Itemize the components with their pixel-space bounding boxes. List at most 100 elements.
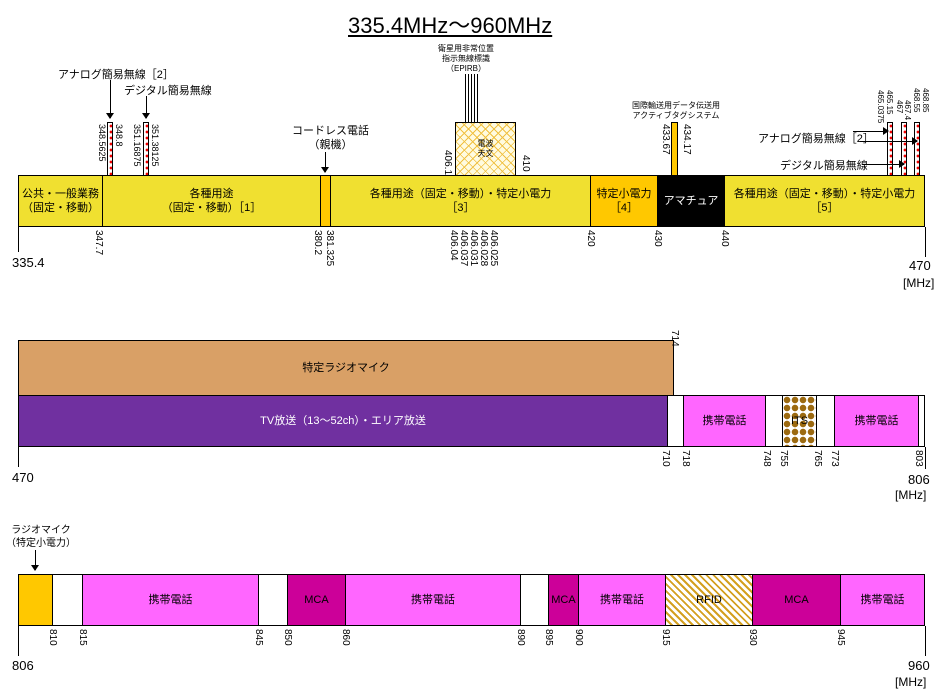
band-active-tag bbox=[671, 122, 678, 176]
freq-label: 468.55 bbox=[912, 88, 921, 113]
arrow-icon bbox=[862, 160, 905, 168]
freq-label: 433.67 bbox=[660, 124, 671, 155]
tick-label: 930 bbox=[747, 629, 758, 646]
tick-label: 845 bbox=[253, 629, 264, 646]
unit-label: [MHz] bbox=[895, 675, 927, 689]
band-tv-broadcast: TV放送（13～52ch）・エリア放送 bbox=[18, 395, 668, 447]
band-mobile-phone: 携帯電話 bbox=[345, 574, 521, 626]
tick bbox=[925, 227, 926, 257]
band-specified-radio-mic: 特定ラジオマイク bbox=[18, 340, 674, 396]
tick bbox=[18, 447, 19, 467]
tick-label: 470 bbox=[12, 470, 34, 485]
tick-label: 900 bbox=[573, 629, 584, 646]
tick-label: 850 bbox=[282, 629, 293, 646]
band-mobile-phone: 携帯電話 bbox=[683, 395, 766, 447]
band-analog-right-2 bbox=[914, 122, 920, 176]
tick-label: 335.4 bbox=[12, 255, 45, 270]
band-various-5: 各種用途（固定・移動）・特定小電力 ［5］ bbox=[724, 175, 925, 227]
freq-label: 468.85 bbox=[921, 88, 930, 113]
band-various-1: 各種用途 （固定・移動）［1］ bbox=[102, 175, 321, 227]
tick-label: 718 bbox=[680, 450, 691, 467]
band-digital-right bbox=[901, 122, 907, 176]
band-mobile-phone: 携帯電話 bbox=[840, 574, 925, 626]
freq-label: 465.0375 bbox=[876, 90, 885, 124]
band-guard bbox=[520, 574, 549, 626]
freq-label: 410 bbox=[520, 155, 531, 172]
band-mca: MCA bbox=[548, 574, 579, 626]
band-mca: MCA bbox=[752, 574, 841, 626]
tick bbox=[925, 447, 926, 469]
tick-label: 420 bbox=[585, 230, 596, 247]
band-digital-simple-left bbox=[143, 122, 149, 176]
arrow-icon bbox=[853, 127, 889, 135]
tick-label: 806 bbox=[12, 658, 34, 673]
freq-label: 348.8 bbox=[114, 124, 124, 147]
tick-label: 945 bbox=[835, 629, 846, 646]
band-various-3: 各種用途（固定・移動）・特定小電力 ［3］ bbox=[330, 175, 591, 227]
tick-label: 714 bbox=[669, 330, 680, 347]
tick-label: 381.325 bbox=[324, 230, 335, 267]
band-rfid: RFID bbox=[665, 574, 753, 626]
band-guard bbox=[52, 574, 83, 626]
tick-label: 960 bbox=[908, 658, 930, 673]
tick-label: 430 bbox=[652, 230, 663, 247]
freq-label: 351.38125 bbox=[150, 124, 160, 167]
freq-label: 351.16875 bbox=[132, 124, 142, 167]
freq-label: 465.15 bbox=[885, 90, 894, 115]
tick-label: 810 bbox=[47, 629, 58, 646]
tick-label: 815 bbox=[77, 629, 88, 646]
band-mobile-phone: 携帯電話 bbox=[834, 395, 919, 447]
unit-label: [MHz] bbox=[895, 488, 927, 502]
page-title: 335.4MHz～960MHz bbox=[348, 13, 553, 38]
tick-label: 915 bbox=[660, 629, 671, 646]
tick-label: 890 bbox=[515, 629, 526, 646]
tick-label: 347.7 bbox=[93, 230, 104, 256]
band-amateur: アマチュア bbox=[657, 175, 725, 227]
tick-label-group: 406.025 406.028 406.031 406.037 406.04 bbox=[448, 230, 499, 267]
band-guard bbox=[765, 395, 783, 447]
tick-label: 470 bbox=[909, 258, 931, 273]
tick-label: 860 bbox=[340, 629, 351, 646]
band-guard bbox=[667, 395, 684, 447]
band-mobile-phone: 携帯電話 bbox=[578, 574, 666, 626]
freq-label: 434.17 bbox=[681, 124, 692, 155]
arrow-icon bbox=[31, 550, 39, 571]
tick-label: 803 bbox=[913, 450, 924, 467]
tick-label: 748 bbox=[761, 450, 772, 467]
callout-epirb: 衛星用非常位置 指示無線標識 （EPIRB） bbox=[438, 44, 494, 73]
band-radio-astronomy: 電波 天文 bbox=[455, 122, 516, 176]
tick bbox=[18, 626, 19, 656]
arrow-icon bbox=[321, 152, 329, 173]
freq-label: 406.1 bbox=[442, 150, 453, 176]
epirb-lines bbox=[465, 74, 479, 122]
tick-label: 773 bbox=[829, 450, 840, 467]
freq-label: 467.4 bbox=[903, 100, 912, 121]
freq-label: 348.5625 bbox=[97, 124, 107, 162]
unit-label: [MHz] bbox=[903, 276, 935, 290]
freq-label: 467 bbox=[895, 100, 904, 114]
tick-label: 440 bbox=[719, 230, 730, 247]
band-analog-simple-left bbox=[107, 122, 113, 176]
band-guard bbox=[816, 395, 835, 447]
arrow-icon bbox=[860, 137, 918, 145]
band-mca: MCA bbox=[287, 574, 346, 626]
callout-digital-left: デジタル簡易無線 bbox=[124, 85, 212, 97]
callout-active-tag: 国際輸送用データ伝送用 アクティブタグシステム bbox=[632, 101, 720, 120]
tick-label: 765 bbox=[812, 450, 823, 467]
tick-label: 380.2 bbox=[312, 230, 323, 256]
callout-cordless: コードレス電話 （親機） bbox=[292, 125, 369, 151]
tick-label: 895 bbox=[543, 629, 554, 646]
callout-analog-left: アナログ簡易無線［2］ bbox=[58, 69, 174, 81]
band-its: ITS bbox=[782, 395, 817, 447]
tick-label: 710 bbox=[660, 450, 671, 467]
tick-label: 806 bbox=[908, 472, 930, 487]
tick-label: 755 bbox=[778, 450, 789, 467]
arrow-icon bbox=[106, 80, 114, 119]
band-mobile-phone: 携帯電話 bbox=[82, 574, 259, 626]
callout-digital-right: デジタル簡易無線 bbox=[780, 160, 868, 172]
band-low-power-4: 特定小電力 ［4］ bbox=[590, 175, 658, 227]
band-analog-right-1 bbox=[887, 122, 893, 176]
band-guard bbox=[258, 574, 288, 626]
callout-analog-right: アナログ簡易無線［2］ bbox=[758, 133, 874, 145]
callout-radio-mic: ラジオマイク （特定小電力） bbox=[6, 525, 76, 549]
